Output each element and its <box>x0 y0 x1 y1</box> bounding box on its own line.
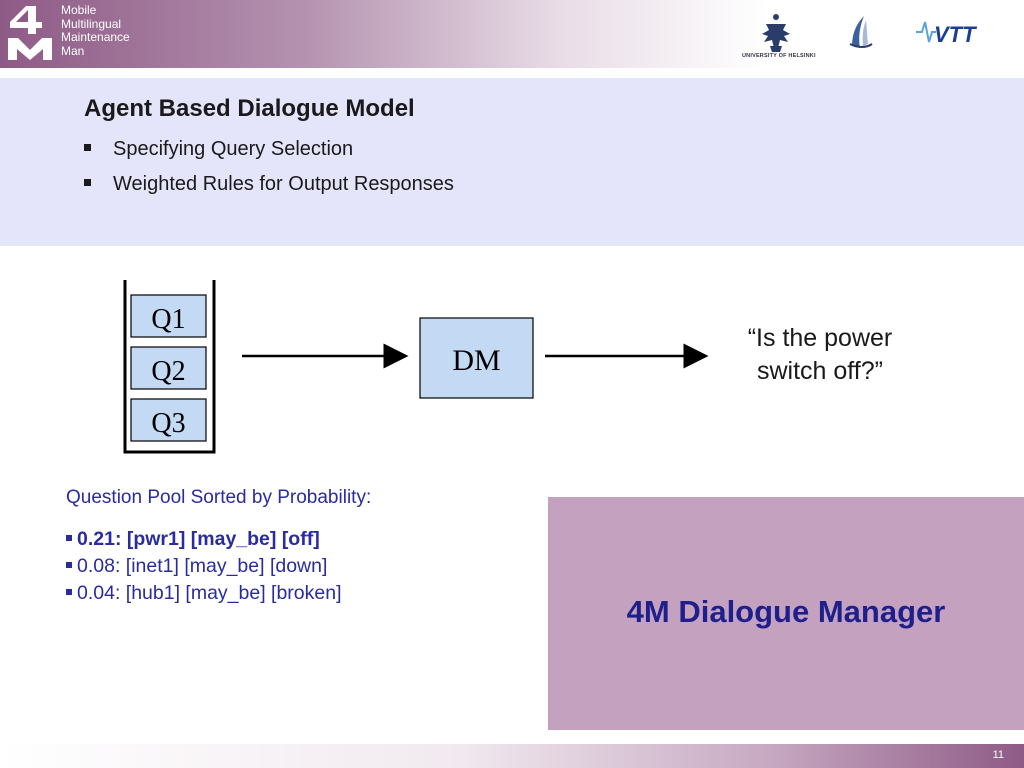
pool-item-text: 0.21: [pwr1] [may_be] [off] <box>77 528 320 550</box>
sail-logo-icon <box>849 16 873 48</box>
bullet-list: Specifying Query Selection Weighted Rule… <box>84 136 454 206</box>
dialogue-manager-box: 4M Dialogue Manager <box>548 497 1024 730</box>
queue-node: Q1 <box>130 294 207 338</box>
pool-item-text: 0.08: [inet1] [may_be] [down] <box>77 555 328 577</box>
university-of-helsinki-logo-icon <box>762 14 790 52</box>
header-banner: Mobile Multilingual Maintenance Man UNIV… <box>0 0 1024 68</box>
dm-node: DM <box>419 317 534 399</box>
output-line: switch off?” <box>757 357 883 385</box>
bullet-text: Weighted Rules for Output Responses <box>113 173 454 195</box>
title-band <box>0 78 1024 246</box>
logo-text: Mobile Multilingual Maintenance Man <box>61 3 130 58</box>
slide-title: Agent Based Dialogue Model <box>84 95 415 122</box>
bullet-text: Specifying Query Selection <box>113 138 354 160</box>
vtt-label: VTT <box>934 22 977 47</box>
vtt-logo-icon: VTT <box>916 21 977 47</box>
queue-node-label: Q1 <box>151 304 185 335</box>
logo-line: Man <box>61 43 85 58</box>
dialogue-manager-label: 4M Dialogue Manager <box>626 594 946 629</box>
bullet-square-icon <box>84 179 91 186</box>
queue-node: Q2 <box>130 346 207 390</box>
queue-node-label: Q3 <box>151 408 185 439</box>
pool-item: 0.04: [hub1] [may_be] [broken] <box>66 581 342 608</box>
pool-item: 0.21: [pwr1] [may_be] [off] <box>66 527 342 554</box>
page-number: 11 <box>992 749 1004 761</box>
bullet-square-icon <box>66 535 72 541</box>
pool-item: 0.08: [inet1] [may_be] [down] <box>66 554 342 581</box>
university-label: UNIVERSITY OF HELSINKI <box>742 53 816 59</box>
bullet-square-icon <box>66 589 72 595</box>
output-line: “Is the power <box>747 324 893 352</box>
dm-label: DM <box>452 344 500 377</box>
bullet-item: Specifying Query Selection <box>84 136 454 171</box>
pool-item-text: 0.04: [hub1] [may_be] [broken] <box>77 582 342 604</box>
logo-line: Maintenance <box>61 30 130 44</box>
queue-container <box>123 280 216 454</box>
queue-node: Q3 <box>130 398 207 442</box>
bullet-square-icon <box>66 562 72 568</box>
logo-line: Mobile <box>61 3 97 17</box>
bullet-item: Weighted Rules for Output Responses <box>84 171 454 206</box>
footer-bar: 11 <box>0 744 1024 768</box>
pool-list: 0.21: [pwr1] [may_be] [off] 0.08: [inet1… <box>66 527 342 608</box>
output-response: “Is the power switch off?” <box>720 322 920 388</box>
4m-logo-icon <box>8 6 52 60</box>
logo-line: Multilingual <box>61 16 122 31</box>
pool-heading: Question Pool Sorted by Probability: <box>66 487 372 508</box>
dialogue-diagram: Q1 Q2 Q3 DM <box>123 280 709 454</box>
queue-node-label: Q2 <box>151 356 185 387</box>
bullet-square-icon <box>84 144 91 151</box>
